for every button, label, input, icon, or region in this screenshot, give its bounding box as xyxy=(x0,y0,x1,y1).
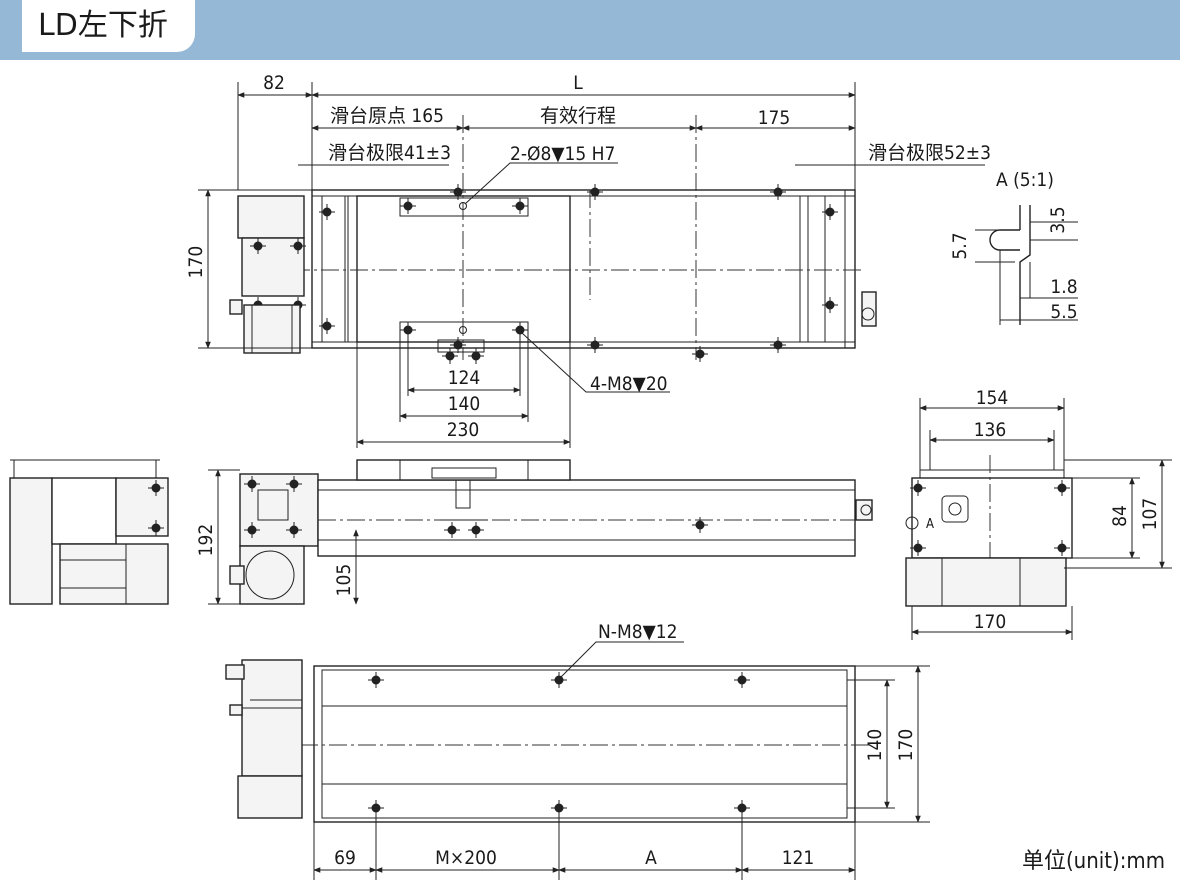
dim-107: 107 xyxy=(1139,498,1161,531)
bottom-view: N-M8▼12 140 170 69 M×200 A 121 xyxy=(225,621,930,880)
dim-l: L xyxy=(573,72,583,94)
limit-left-label: 滑台极限41±3 xyxy=(328,142,451,164)
origin-label: 滑台原点 165 xyxy=(330,105,444,127)
dim-136: 136 xyxy=(974,419,1007,441)
limit-right-label: 滑台极限52±3 xyxy=(868,142,991,164)
dim-124: 124 xyxy=(448,367,481,389)
dim-230: 230 xyxy=(447,419,480,441)
technical-drawing: 82 L 滑台原点 165 有效行程 175 滑台极限41±3 滑台极限52±3… xyxy=(9,72,1172,880)
dim-140-bottom: 140 xyxy=(864,729,886,762)
hole-4-label: 4-M8▼20 xyxy=(590,373,668,395)
dim-105: 105 xyxy=(333,564,355,597)
detail-a-label: A (5:1) xyxy=(996,169,1054,191)
detail-d57: 5.7 xyxy=(949,232,971,259)
title-tab xyxy=(22,0,195,52)
dim-175: 175 xyxy=(758,107,791,129)
detail-d35: 3.5 xyxy=(1047,206,1069,233)
dim-140-top: 140 xyxy=(448,393,481,415)
dim-170-bottom: 170 xyxy=(895,729,917,762)
unit-label: 单位(unit):mm xyxy=(1022,849,1165,874)
dim-170-left: 170 xyxy=(185,246,207,279)
dim-154: 154 xyxy=(976,387,1009,409)
dim-m200: M×200 xyxy=(435,847,497,869)
top-view: 82 L 滑台原点 165 有效行程 175 滑台极限41±3 滑台极限52±3… xyxy=(185,72,1054,448)
dim-192: 192 xyxy=(195,524,217,557)
dim-170-end: 170 xyxy=(974,611,1007,633)
dim-a: A xyxy=(645,847,657,869)
detail-d18: 1.8 xyxy=(1050,276,1077,298)
marker-a: A xyxy=(926,517,934,532)
dim-121: 121 xyxy=(782,847,815,869)
dim-82: 82 xyxy=(263,72,285,94)
hole-2-label: 2-Ø8▼15 H7 xyxy=(510,143,615,165)
dim-84: 84 xyxy=(1109,505,1131,527)
detail-d55: 5.5 xyxy=(1050,301,1077,323)
left-side-view xyxy=(9,459,169,605)
header-bar xyxy=(0,0,1180,60)
detail-a-view: 3.5 5.7 1.8 5.5 xyxy=(949,205,1078,325)
end-view: 154 136 84 107 170 A xyxy=(905,387,1172,640)
dim-69: 69 xyxy=(334,847,356,869)
stroke-label: 有效行程 xyxy=(540,105,616,127)
page-title: LD左下折 xyxy=(38,8,168,43)
front-view: 192 105 xyxy=(195,459,873,605)
hole-n-label: N-M8▼12 xyxy=(598,621,677,643)
